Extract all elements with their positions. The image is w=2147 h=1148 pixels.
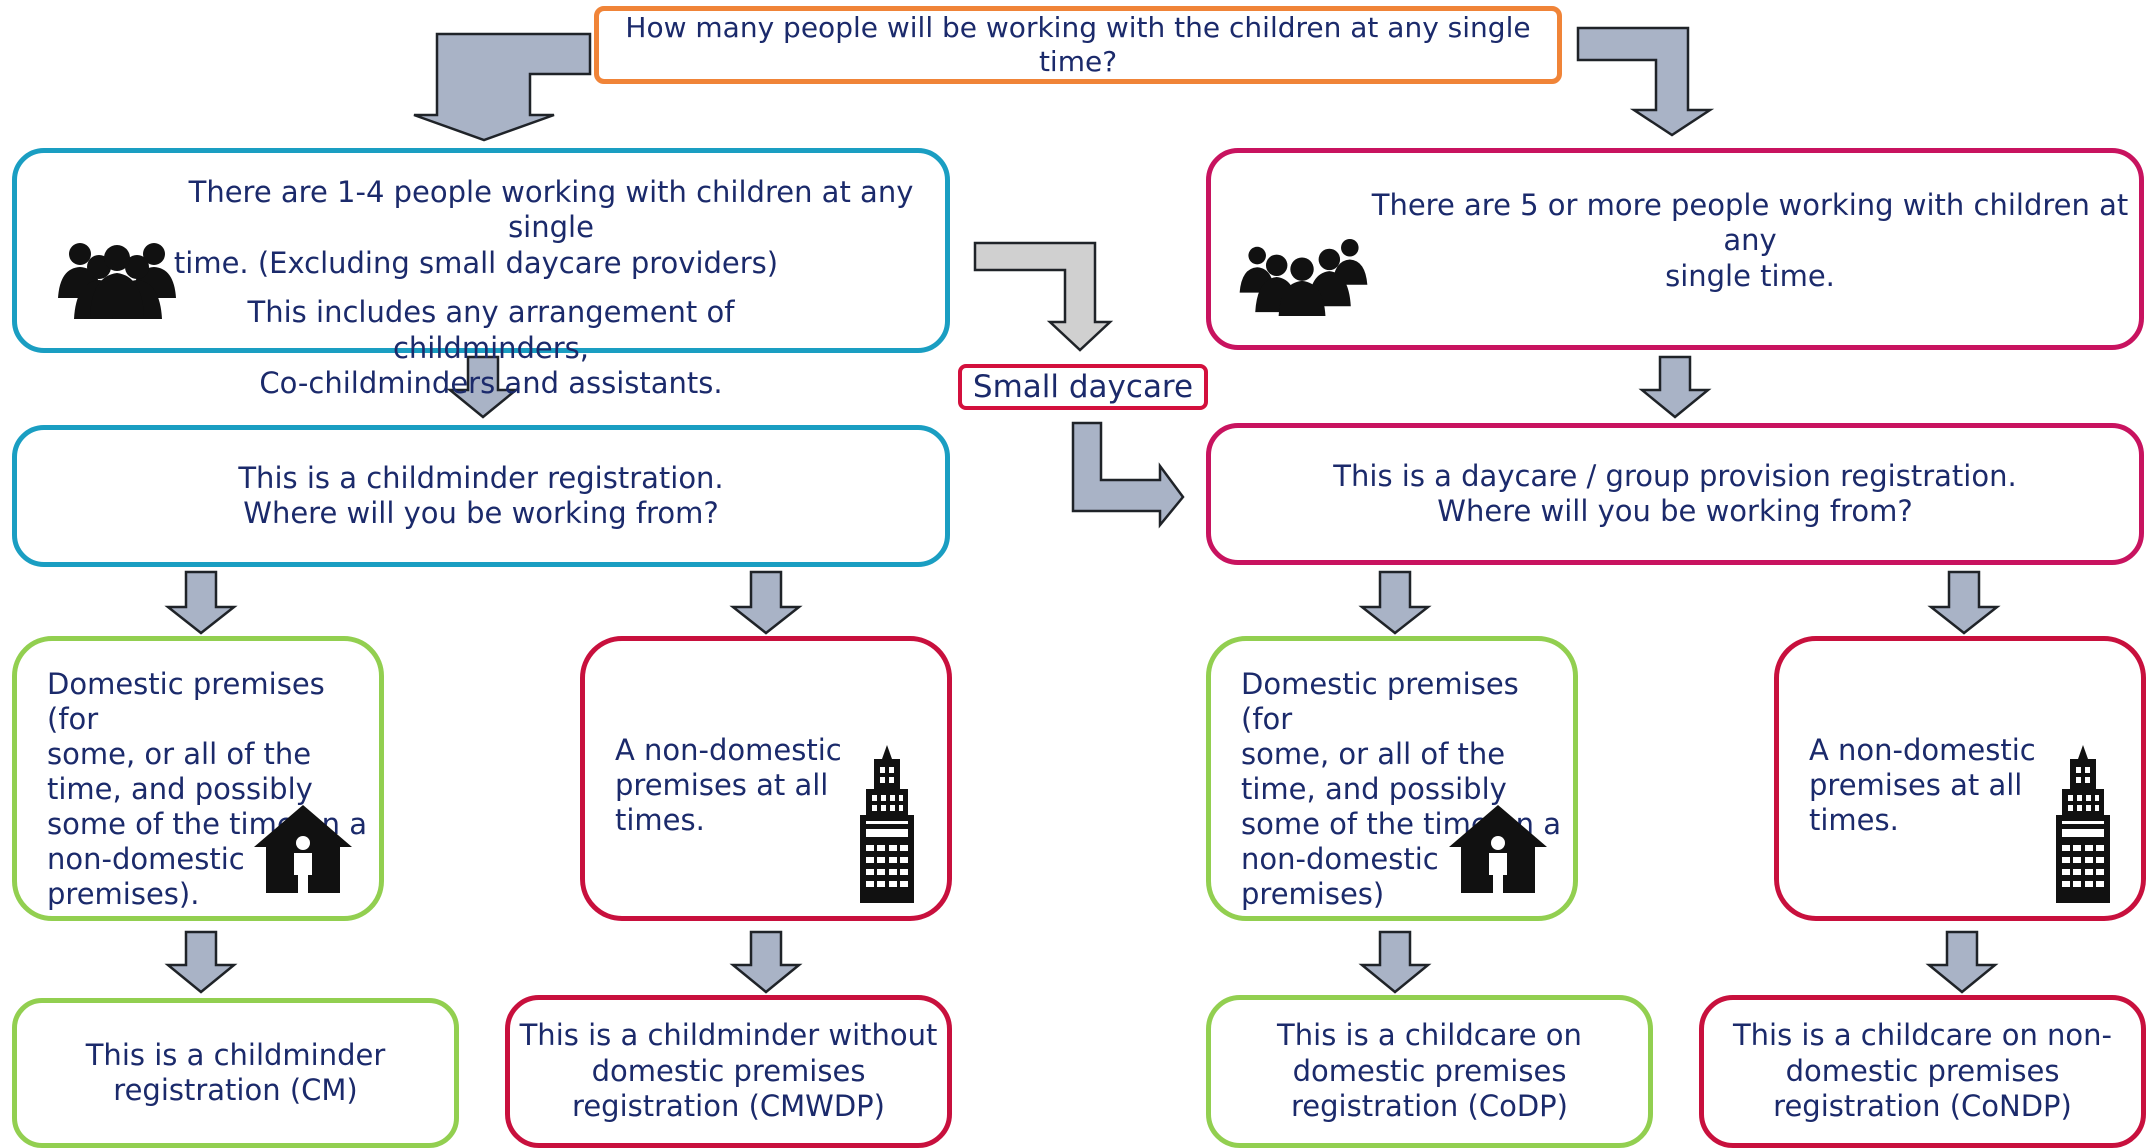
left-group-line4: Co-childminders and assistants.	[259, 365, 723, 400]
arrow-down-nondomestic-left	[729, 570, 803, 635]
domestic-right-line: Domestic premises (for	[1241, 667, 1519, 736]
small-daycare-label: Small daycare	[958, 364, 1208, 410]
domestic-left-line: time, and possibly	[47, 772, 313, 806]
daycare-registration-box: This is a daycare / group provision regi…	[1206, 423, 2144, 565]
non-domestic-premises-right-box: A non-domestic premises at all times.	[1774, 636, 2146, 921]
outcome-codp-line1: This is a childcare on	[1277, 1018, 1582, 1053]
domestic-right-line: non-domestic	[1241, 842, 1439, 876]
bent-arrow-right	[1576, 26, 1715, 137]
arrow-down-outcome-codp	[1358, 930, 1432, 994]
domestic-left-line: non-domestic	[47, 842, 245, 876]
outcome-cmwdp-box: This is a childminder without domestic p…	[505, 995, 952, 1148]
office-building-icon	[860, 745, 914, 903]
daycare-reg-line1: This is a daycare / group provision regi…	[1333, 458, 2017, 493]
outcome-cm-box: This is a childminder registration (CM)	[12, 998, 459, 1148]
childminder-reg-line2: Where will you be working from?	[243, 496, 719, 530]
arrow-down-outcome-cmwdp	[729, 930, 803, 994]
outcome-condp-line1: This is a childcare on non-	[1732, 1018, 2113, 1053]
small-daycare-text: Small daycare	[972, 369, 1194, 405]
arrow-down-nondomestic-right	[1927, 570, 2001, 635]
left-group-line3: This includes any arrangement of childmi…	[247, 295, 735, 365]
nondomestic-left-line: A non-domestic	[615, 733, 842, 767]
daycare-reg-line2: Where will you be working from?	[1437, 494, 1913, 528]
outcome-codp-box: This is a childcare on domestic premises…	[1206, 995, 1653, 1148]
domestic-premises-right-box: Domestic premises (for some, or all of t…	[1206, 636, 1578, 921]
nondomestic-left-line: times.	[615, 803, 705, 837]
arrow-down-left-group	[446, 355, 520, 419]
left-group-line1: There are 1-4 people working with childr…	[188, 175, 914, 245]
domestic-premises-left-box: Domestic premises (for some, or all of t…	[12, 636, 384, 921]
outcome-codp-line2: domestic premises	[1292, 1053, 1567, 1088]
domestic-left-line: premises).	[47, 877, 200, 911]
arrow-down-domestic-right	[1358, 570, 1432, 635]
left-group-box: There are 1-4 people working with childr…	[12, 148, 950, 400]
house-person-icon	[1449, 805, 1547, 893]
question-box: How many people will be working with the…	[594, 6, 1562, 84]
small-daycare-arrow-in	[973, 241, 1114, 352]
bent-arrow-left	[413, 32, 592, 142]
domestic-right-line: premises)	[1241, 877, 1385, 911]
arrow-down-domestic-left	[164, 570, 238, 635]
house-person-icon	[254, 805, 352, 893]
arrow-down-outcome-cm	[164, 930, 238, 994]
outcome-condp-box: This is a childcare on non- domestic pre…	[1699, 995, 2146, 1148]
nondomestic-left-line: premises at all	[615, 768, 829, 802]
arrow-down-outcome-condp	[1925, 930, 1999, 994]
outcome-cmwdp-line3: registration (CMWDP)	[572, 1089, 885, 1124]
outcome-condp-line3: registration (CoNDP)	[1773, 1089, 2072, 1124]
outcome-condp-line2: domestic premises	[1785, 1053, 2060, 1088]
domestic-left-line: some, or all of the	[47, 737, 312, 771]
domestic-left-line: Domestic premises (for	[47, 667, 325, 736]
right-group-line2: single time.	[1665, 258, 1835, 293]
office-building-icon	[2056, 745, 2110, 903]
people-group-icon	[58, 243, 176, 319]
outcome-codp-line3: registration (CoDP)	[1291, 1089, 1568, 1124]
nondomestic-right-line: times.	[1809, 803, 1899, 837]
people-group-icon	[1239, 238, 1368, 316]
nondomestic-right-line: A non-domestic	[1809, 733, 2036, 767]
childminder-registration-box: This is a childminder registration. Wher…	[12, 425, 950, 567]
outcome-cmwdp-line1: This is a childminder without	[519, 1018, 938, 1053]
arrow-down-right-group	[1638, 355, 1712, 419]
small-daycare-arrow-out	[1071, 421, 1185, 529]
childminder-reg-line1: This is a childminder registration.	[238, 460, 724, 495]
outcome-cm-line1: This is a childminder	[85, 1037, 386, 1072]
domestic-right-line: time, and possibly	[1241, 772, 1507, 806]
right-group-box: There are 5 or more people working with …	[1206, 148, 2144, 350]
domestic-right-line: some, or all of the	[1241, 737, 1506, 771]
outcome-cmwdp-line2: domestic premises	[591, 1053, 866, 1088]
nondomestic-right-line: premises at all	[1809, 768, 2023, 802]
question-text: How many people will be working with the…	[625, 10, 1531, 78]
outcome-cm-line2: registration (CM)	[113, 1073, 358, 1107]
left-group-line2: time. (Excluding small daycare providers…	[173, 245, 779, 280]
right-group-line1: There are 5 or more people working with …	[1371, 188, 2129, 258]
